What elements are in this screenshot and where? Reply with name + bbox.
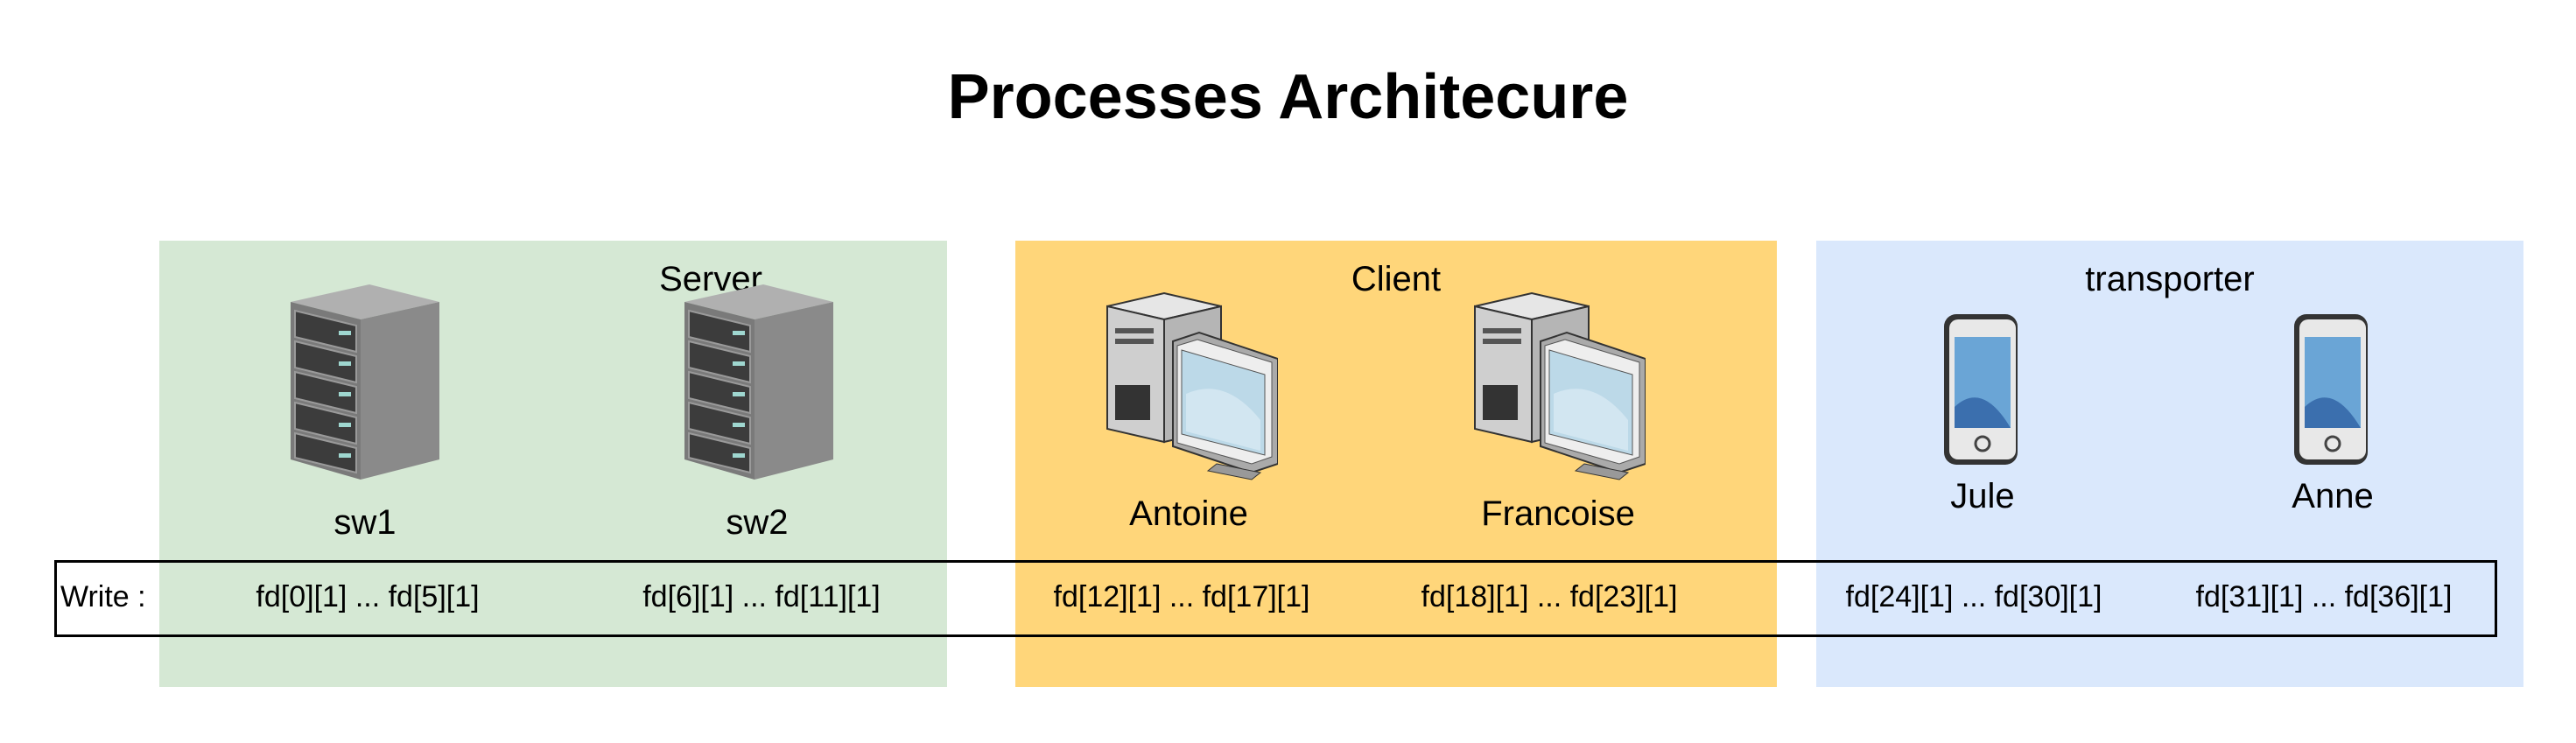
server-rack-icon xyxy=(676,280,842,481)
node-label-anne: Anne xyxy=(2292,477,2374,515)
fd-range-sw2: fd[6][1] ... fd[11][1] xyxy=(642,580,881,613)
group-transporter: transporter Jule Anne xyxy=(1816,241,2523,687)
node-label-antoine: Antoine xyxy=(1129,494,1248,533)
fd-range-sw1: fd[0][1] ... fd[5][1] xyxy=(256,580,480,613)
node-label-sw1: sw1 xyxy=(333,503,397,542)
diagram-title: Processes Architecure xyxy=(947,62,1629,132)
node-label-jule: Jule xyxy=(1950,477,2015,515)
desktop-computer-icon xyxy=(1470,289,1646,481)
fd-range-francoise: fd[18][1] ... fd[23][1] xyxy=(1421,580,1678,613)
desktop-computer-icon xyxy=(1103,289,1278,481)
fd-range-antoine: fd[12][1] ... fd[17][1] xyxy=(1053,580,1310,613)
node-label-sw2: sw2 xyxy=(726,503,789,542)
node-label-francoise: Francoise xyxy=(1481,494,1635,533)
group-client: Client Antoine Francoise xyxy=(1015,241,1777,687)
fd-range-anne: fd[31][1] ... fd[36][1] xyxy=(2195,580,2453,613)
group-server: Server sw1 sw2 xyxy=(159,241,947,687)
write-label: Write : xyxy=(60,580,146,613)
mobile-phone-icon xyxy=(1939,311,2026,468)
group-label-client: Client xyxy=(1351,260,1442,298)
mobile-phone-icon xyxy=(2289,311,2376,468)
write-bar: Write : fd[0][1] ... fd[5][1] fd[6][1] .… xyxy=(54,560,2497,637)
server-rack-icon xyxy=(282,280,448,481)
group-label-transporter: transporter xyxy=(2085,260,2255,298)
fd-range-jule: fd[24][1] ... fd[30][1] xyxy=(1845,580,2102,613)
